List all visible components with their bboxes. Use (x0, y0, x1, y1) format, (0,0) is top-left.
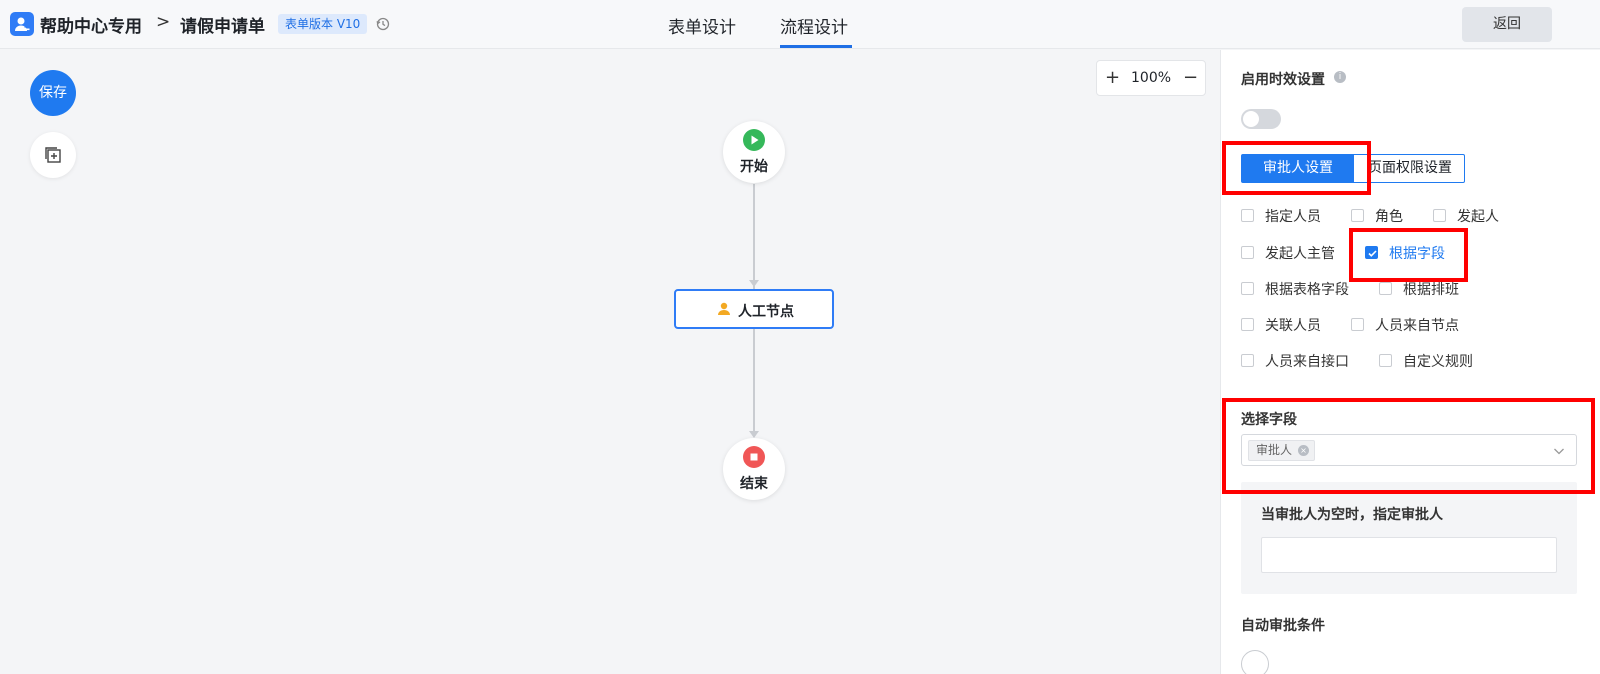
tab-flow-design[interactable]: 流程设计 (780, 18, 848, 38)
settings-segmented-control: 审批人设置 页面权限设置 (1241, 154, 1465, 183)
checkbox[interactable] (1241, 318, 1254, 331)
selected-field-tag-label: 审批人 (1256, 443, 1293, 457)
top-header: 帮助中心专用 > 请假申请单 表单版本 V10 表单设计 流程设计 返回 (0, 0, 1600, 49)
annotation-highlight (1222, 141, 1371, 195)
version-badge: 表单版本 V10 (278, 14, 368, 34)
checkbox[interactable] (1241, 282, 1254, 295)
flow-canvas[interactable]: 保存 + 100% − 开始 人工节点 结束 (0, 50, 1220, 674)
fallback-label: 当审批人为空时，指定审批人 (1261, 507, 1443, 523)
tab-approver-settings[interactable]: 审批人设置 (1242, 155, 1354, 182)
tab-page-permission[interactable]: 页面权限设置 (1368, 160, 1452, 176)
fallback-approver-input[interactable] (1261, 537, 1557, 573)
app-logo-icon (10, 12, 34, 36)
person-icon (718, 302, 730, 315)
info-icon[interactable]: i (1334, 71, 1346, 83)
end-node[interactable]: 结束 (723, 438, 785, 500)
zoom-level: 100% (1131, 70, 1172, 86)
flow-connector (753, 324, 755, 436)
copy-button[interactable] (30, 132, 76, 178)
toggle-knob (1243, 111, 1259, 127)
chevron-down-icon[interactable] (1552, 444, 1566, 458)
start-node[interactable]: 开始 (723, 121, 785, 183)
task-node[interactable]: 人工节点 (674, 289, 834, 329)
arrow-down-icon (749, 280, 759, 287)
zoom-out-button[interactable]: − (1183, 67, 1199, 88)
task-node-label: 人工节点 (738, 304, 794, 320)
checkbox[interactable] (1379, 354, 1392, 367)
timer-toggle[interactable] (1241, 109, 1281, 129)
stop-icon (743, 446, 765, 468)
flow-connector (753, 184, 755, 334)
add-condition-button[interactable] (1241, 650, 1269, 674)
empty-approver-fallback: 当审批人为空时，指定审批人 (1241, 482, 1577, 594)
breadcrumb-separator-icon: > (156, 12, 171, 32)
checkbox[interactable] (1241, 209, 1254, 222)
breadcrumb-root[interactable]: 帮助中心专用 (40, 17, 142, 37)
back-button[interactable]: 返回 (1462, 7, 1552, 42)
zoom-control: + 100% − (1096, 60, 1206, 96)
active-tab-indicator (780, 45, 852, 48)
copy-icon (45, 147, 61, 163)
play-icon (743, 129, 765, 151)
annotation-highlight (1349, 228, 1468, 282)
save-button[interactable]: 保存 (30, 70, 76, 116)
arrow-down-icon (749, 431, 759, 438)
check-icon (1368, 250, 1377, 257)
tag-close-icon[interactable]: × (1298, 445, 1310, 456)
checkbox[interactable] (1351, 209, 1364, 222)
selected-field-tag: 审批人 × (1248, 440, 1316, 461)
checkbox[interactable] (1433, 209, 1446, 222)
breadcrumb-form-name: 请假申请单 (180, 17, 265, 37)
timer-setting-title: 启用时效设置 (1241, 72, 1325, 88)
checkbox[interactable] (1379, 282, 1392, 295)
checkbox[interactable] (1351, 318, 1364, 331)
select-field-title: 选择字段 (1241, 412, 1297, 428)
auto-approve-title: 自动审批条件 (1241, 618, 1325, 634)
checkbox-checked[interactable] (1365, 246, 1378, 259)
field-select[interactable]: 审批人 × (1241, 434, 1577, 466)
start-node-label: 开始 (740, 159, 768, 175)
tab-form-design[interactable]: 表单设计 (668, 18, 736, 38)
node-settings-panel: 启用时效设置 i 审批人设置 页面权限设置 指定人员 角色 发起人 发起人主管 … (1220, 50, 1600, 674)
end-node-label: 结束 (740, 476, 768, 492)
checkbox[interactable] (1241, 354, 1254, 367)
history-icon[interactable] (376, 17, 390, 31)
checkbox[interactable] (1241, 246, 1254, 259)
annotation-highlight (1222, 398, 1595, 494)
zoom-in-button[interactable]: + (1105, 67, 1121, 88)
